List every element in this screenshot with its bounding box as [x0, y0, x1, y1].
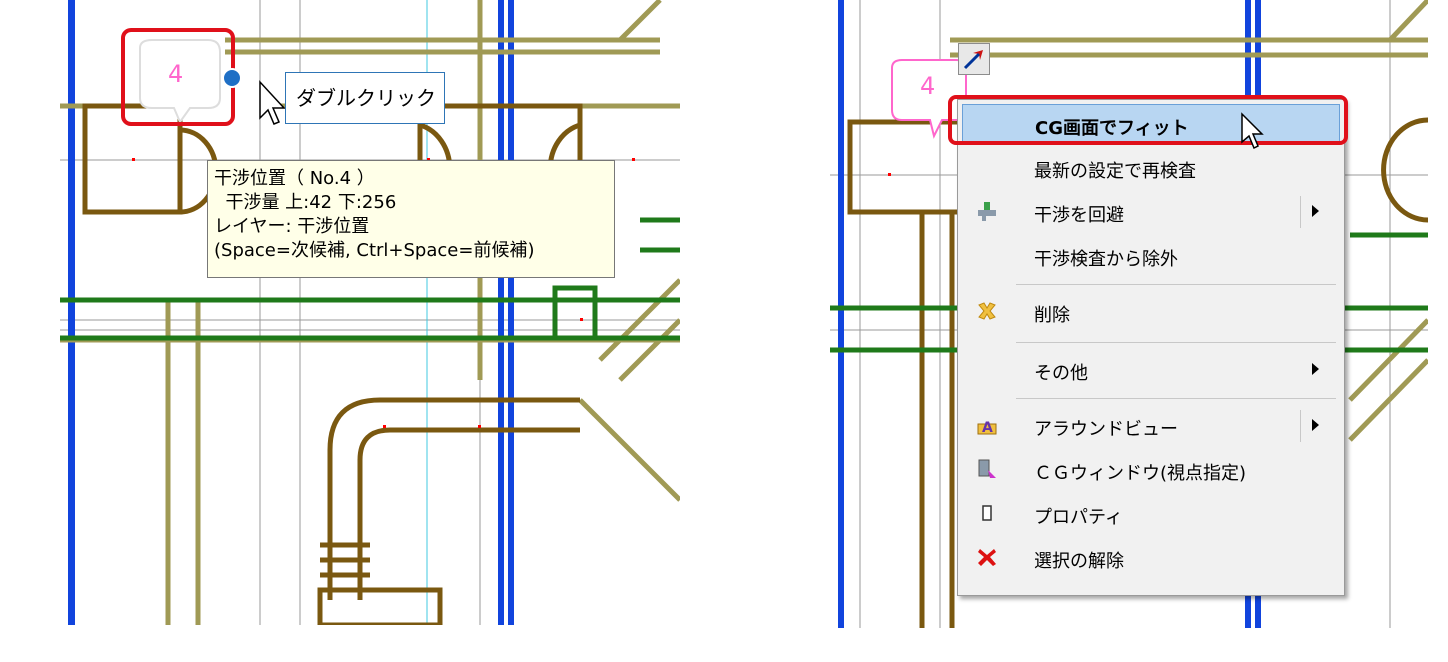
interference-marker-number-selected[interactable]: 4 [920, 72, 936, 100]
deselect-x-icon [976, 546, 998, 568]
submenu-arrow-icon [1312, 205, 1319, 217]
menu-item-cg-window[interactable]: ＣＧウィンドウ(視点指定) [962, 450, 1340, 490]
context-menu: CG画面でフィット 最新の設定で再検査 干渉を回避 干渉検査から除外 削除 その… [957, 99, 1345, 596]
menu-item-label: 最新の設定で再検査 [1034, 161, 1196, 182]
interference-marker-number[interactable]: 4 [168, 60, 184, 88]
double-click-callout: ダブルクリック [285, 72, 445, 124]
menu-item-label: プロパティ [1034, 507, 1123, 528]
menu-item-label: その他 [1034, 363, 1088, 384]
menu-item-deselect[interactable]: 選択の解除 [962, 538, 1340, 578]
tooltip-line-position: 干涉位置（ No.4 ） [214, 168, 375, 189]
menu-item-cg-fit[interactable]: CG画面でフィット [962, 104, 1340, 144]
menu-item-label: 干渉を回避 [1034, 205, 1124, 226]
marker-highlight-frame [121, 28, 235, 126]
submenu-arrow-icon [1312, 363, 1319, 375]
fit-arrow-button[interactable] [958, 43, 990, 75]
menu-item-recheck[interactable]: 最新の設定で再検査 [962, 148, 1340, 188]
menu-item-label: 選択の解除 [1034, 551, 1124, 572]
menu-highlight-frame [948, 95, 1348, 145]
tooltip-line-layer: レイヤー: 干涉位置 [214, 216, 370, 237]
arrow-up-right-icon [963, 50, 983, 70]
delete-cross-icon [976, 300, 998, 322]
around-view-icon: A [976, 414, 998, 436]
mouse-cursor-icon [1241, 112, 1264, 150]
interference-tooltip: 干涉位置（ No.4 ） 干涉量 上:42 下:256 レイヤー: 干涉位置 (… [207, 160, 615, 278]
menu-item-other[interactable]: その他 [962, 350, 1340, 390]
menu-item-exclude-check[interactable]: 干渉検査から除外 [962, 236, 1340, 276]
menu-item-around-view[interactable]: A アラウンドビュー [962, 406, 1340, 446]
menu-item-label: ＣＧウィンドウ(視点指定) [1034, 463, 1247, 484]
svg-text:A: A [982, 420, 993, 436]
menu-item-label: 干渉検査から除外 [1034, 249, 1178, 270]
menu-item-properties[interactable]: プロパティ [962, 494, 1340, 534]
cg-window-icon [976, 458, 998, 480]
menu-item-label: 削除 [1034, 305, 1070, 326]
menu-item-label: CG画面でフィット [1035, 118, 1189, 139]
properties-icon [976, 502, 998, 524]
menu-separator [1016, 342, 1336, 343]
menu-item-avoid-interference[interactable]: 干渉を回避 [962, 192, 1340, 232]
menu-item-label: アラウンドビュー [1034, 419, 1178, 440]
menu-separator [1016, 284, 1336, 285]
tooltip-line-amount: 干涉量 上:42 下:256 [214, 192, 397, 213]
callout-anchor-dot [222, 68, 242, 88]
menu-item-delete[interactable]: 削除 [962, 292, 1340, 332]
avoid-pipe-icon [976, 200, 998, 222]
submenu-arrow-icon [1312, 419, 1319, 431]
menu-separator [1016, 398, 1336, 399]
cad-drawing-left [60, 0, 680, 625]
tooltip-line-hint: (Space=次候補, Ctrl+Space=前候補) [214, 240, 535, 261]
